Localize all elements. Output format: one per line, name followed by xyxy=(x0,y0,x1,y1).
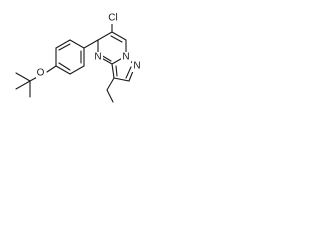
bond-pz-double-a xyxy=(125,66,132,79)
phenyl-ring xyxy=(55,39,85,75)
bond-ethyl-1 xyxy=(106,77,115,91)
bond-phenyl-2 xyxy=(55,39,71,49)
bond-phenyl-double-c xyxy=(58,62,71,71)
bond-pz-3 xyxy=(113,77,130,82)
chemical-structure-diagram: O Cl N N N xyxy=(15,13,142,103)
tert-butyl-group xyxy=(15,72,40,98)
bond-pyr-2 xyxy=(111,31,127,41)
atom-label-nitrogen-pyrazole: N xyxy=(133,61,140,72)
bond-pyr-1 xyxy=(97,31,113,41)
bond-oxygen-aryl xyxy=(46,65,57,73)
bond-pz-4 xyxy=(111,63,115,79)
bond-pyr-double-a xyxy=(110,35,123,43)
bond-ethyl-2 xyxy=(106,89,114,103)
bond-phenyl-3 xyxy=(69,39,85,49)
atom-label-chlorine: Cl xyxy=(108,13,117,24)
bond-phenyl-double-a xyxy=(58,43,71,51)
atom-label-oxygen: O xyxy=(37,68,45,79)
atom-label-nitrogen-pyrimidine: N xyxy=(94,52,101,63)
atom-label-nitrogen-bridgehead: N xyxy=(122,52,129,63)
bond-aryl-pyrimidine xyxy=(83,39,99,49)
bond-phenyl-5 xyxy=(69,65,85,75)
ethyl-group xyxy=(106,77,115,103)
bond-tbu-methyl-bottom xyxy=(15,80,31,90)
bond-pz-double-b xyxy=(115,65,118,77)
bond-phenyl-6 xyxy=(55,65,71,75)
bond-tbu-methyl-top xyxy=(15,72,31,82)
